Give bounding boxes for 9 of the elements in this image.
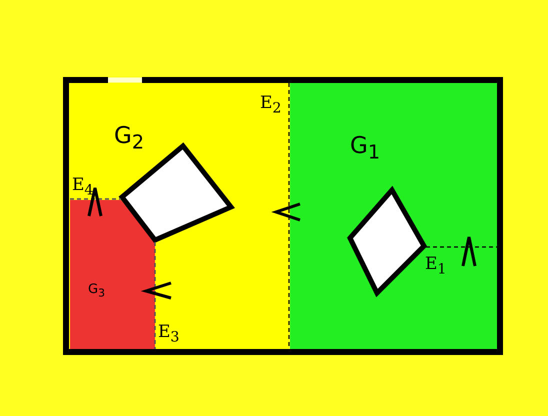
region-label: G$_{3}$ bbox=[88, 283, 105, 300]
edge-name: E$_{4}$ bbox=[72, 177, 94, 198]
edge-name: E$_{2}$ bbox=[260, 95, 282, 116]
floor-region bbox=[70, 197, 156, 349]
edge-name: E$_{3}$ bbox=[158, 324, 180, 345]
edge-name: E$_{1}$ bbox=[425, 256, 446, 277]
region-label: G$_{2}$ bbox=[114, 125, 144, 152]
region-label: G$_{1}$ bbox=[350, 135, 380, 162]
floor-region bbox=[290, 83, 497, 349]
